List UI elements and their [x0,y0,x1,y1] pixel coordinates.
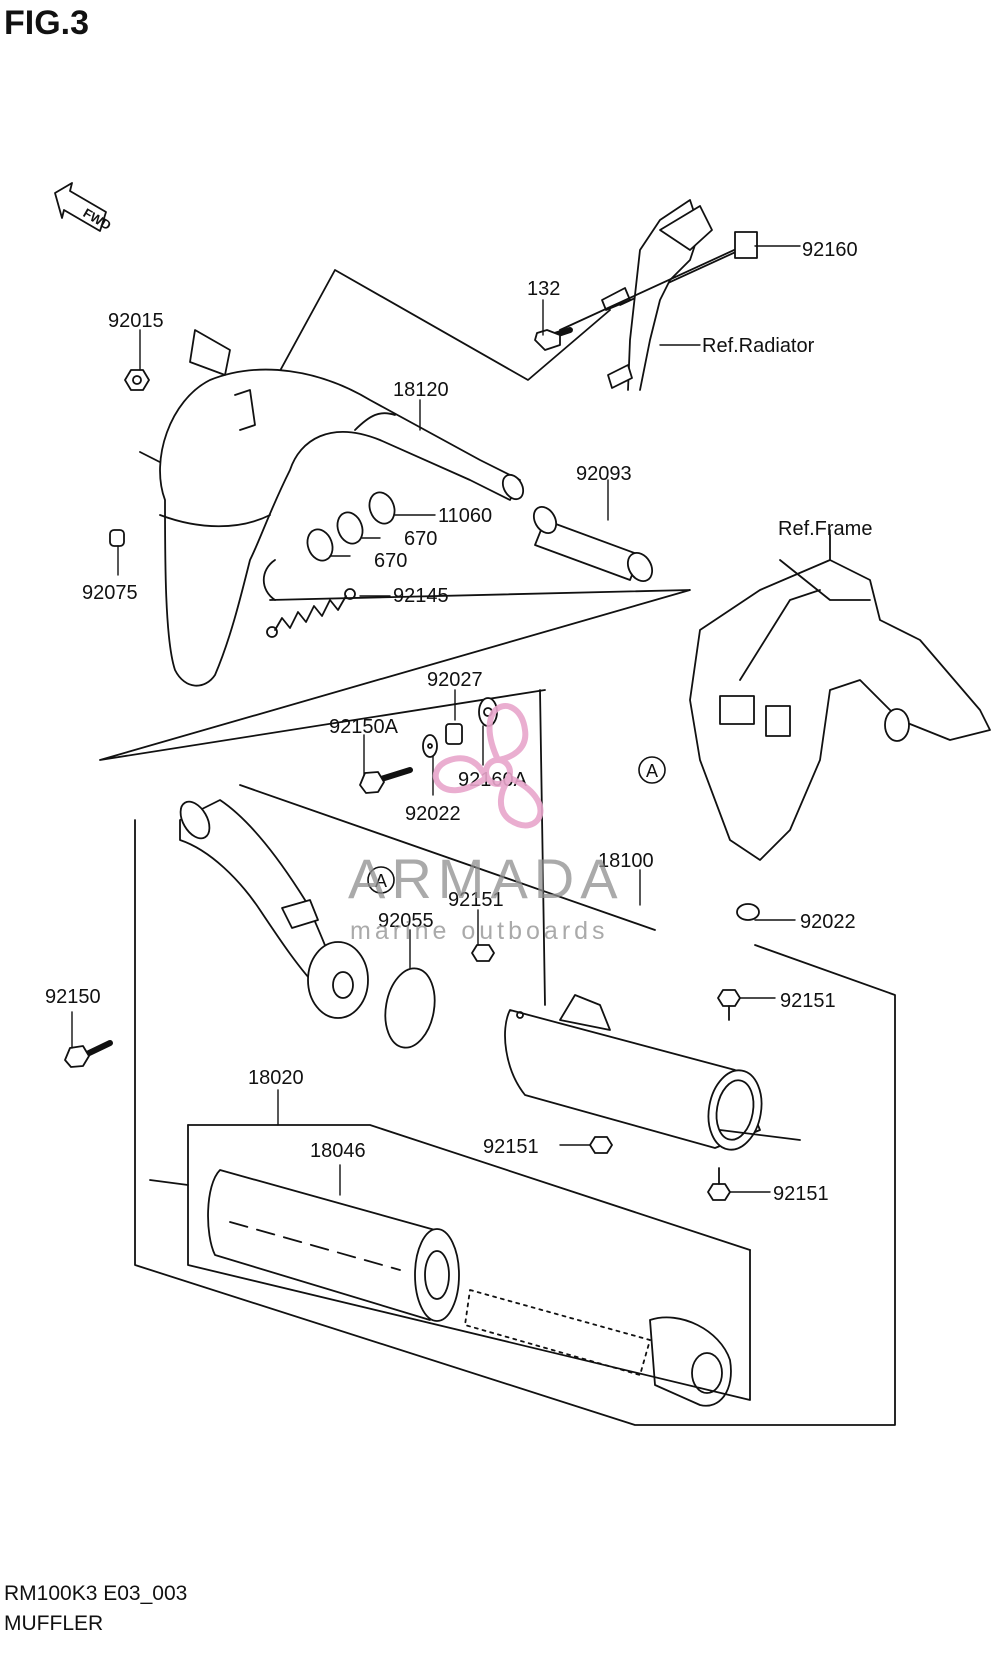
part-labels: 92160 132 92015 Ref.Radiator 18120 92093… [45,205,872,1205]
label-92027: 92027 [427,669,483,691]
bolt-92151-a [471,944,495,962]
label-11060: 11060 [438,505,492,527]
fwd-arrow-icon [54,182,107,232]
silencer-end-cap [649,1316,732,1407]
label-92151-b: 92151 [780,990,836,1012]
bolt-92150 [64,1040,113,1068]
nut-92015 [124,369,150,391]
grommet-92075 [109,529,125,547]
label-92150: 92150 [45,986,101,1008]
o-ring-670-a [336,511,364,545]
label-92075: 92075 [82,582,138,604]
leader-lines [71,245,831,1196]
bolt-92151-d [707,1167,731,1201]
label-670-a: 670 [404,528,437,550]
label-92160: 92160 [802,239,858,261]
tailpipe-section [179,799,369,1019]
label-670-b: 670 [374,550,407,572]
label-92015: 92015 [108,310,164,332]
bolt-92150A [359,767,413,794]
frame-section [689,534,991,861]
silencer-18046 [207,1169,460,1322]
section-name: MUFFLER [4,1612,104,1635]
label-18020: 18020 [248,1067,304,1089]
callout-a-pipe: A [375,871,387,891]
bolt-132 [534,327,573,351]
expansion-chamber-18120 [159,329,525,687]
gasket-92055 [384,967,436,1049]
watermark-tagline: marine outboards [350,917,609,945]
callout-a-frame: A [646,761,658,781]
label-ref-frame: Ref.Frame [778,518,872,540]
label-18046: 18046 [310,1140,366,1162]
bolt-92151-b [717,989,741,1021]
label-18100: 18100 [598,850,654,872]
label-132: 132 [527,278,560,300]
label-92151-d: 92151 [773,1183,829,1205]
washer-92022-lower [736,903,760,921]
figure-title: FIG.3 [4,4,90,42]
watermark-propeller-icon [432,703,544,829]
label-18120: 18120 [393,379,449,401]
washer-92022-upper [422,734,438,758]
radiator-bracket [559,199,758,391]
label-92093: 92093 [576,463,632,485]
label-92151-a: 92151 [448,889,504,911]
watermark-brand: ARMADA [348,847,624,910]
bolt-92151-c [589,1136,613,1154]
label-92150A: 92150A [329,716,399,738]
o-ring-670-b [306,528,334,562]
label-92022-upper: 92022 [405,803,461,825]
label-92022-lower: 92022 [800,911,856,933]
label-ref-radiator: Ref.Radiator [702,335,815,357]
assembly-outline-lower [134,689,896,1426]
collar-92027 [445,723,463,745]
label-92151-c: 92151 [483,1136,539,1158]
label-92055: 92055 [378,910,434,932]
spring-92145 [266,588,356,638]
pipe-92093 [532,505,654,583]
label-92145: 92145 [393,585,449,607]
model-code: RM100K3 E03_003 [4,1582,188,1605]
o-ring-11060 [368,491,396,525]
perforated-core [464,1289,651,1376]
